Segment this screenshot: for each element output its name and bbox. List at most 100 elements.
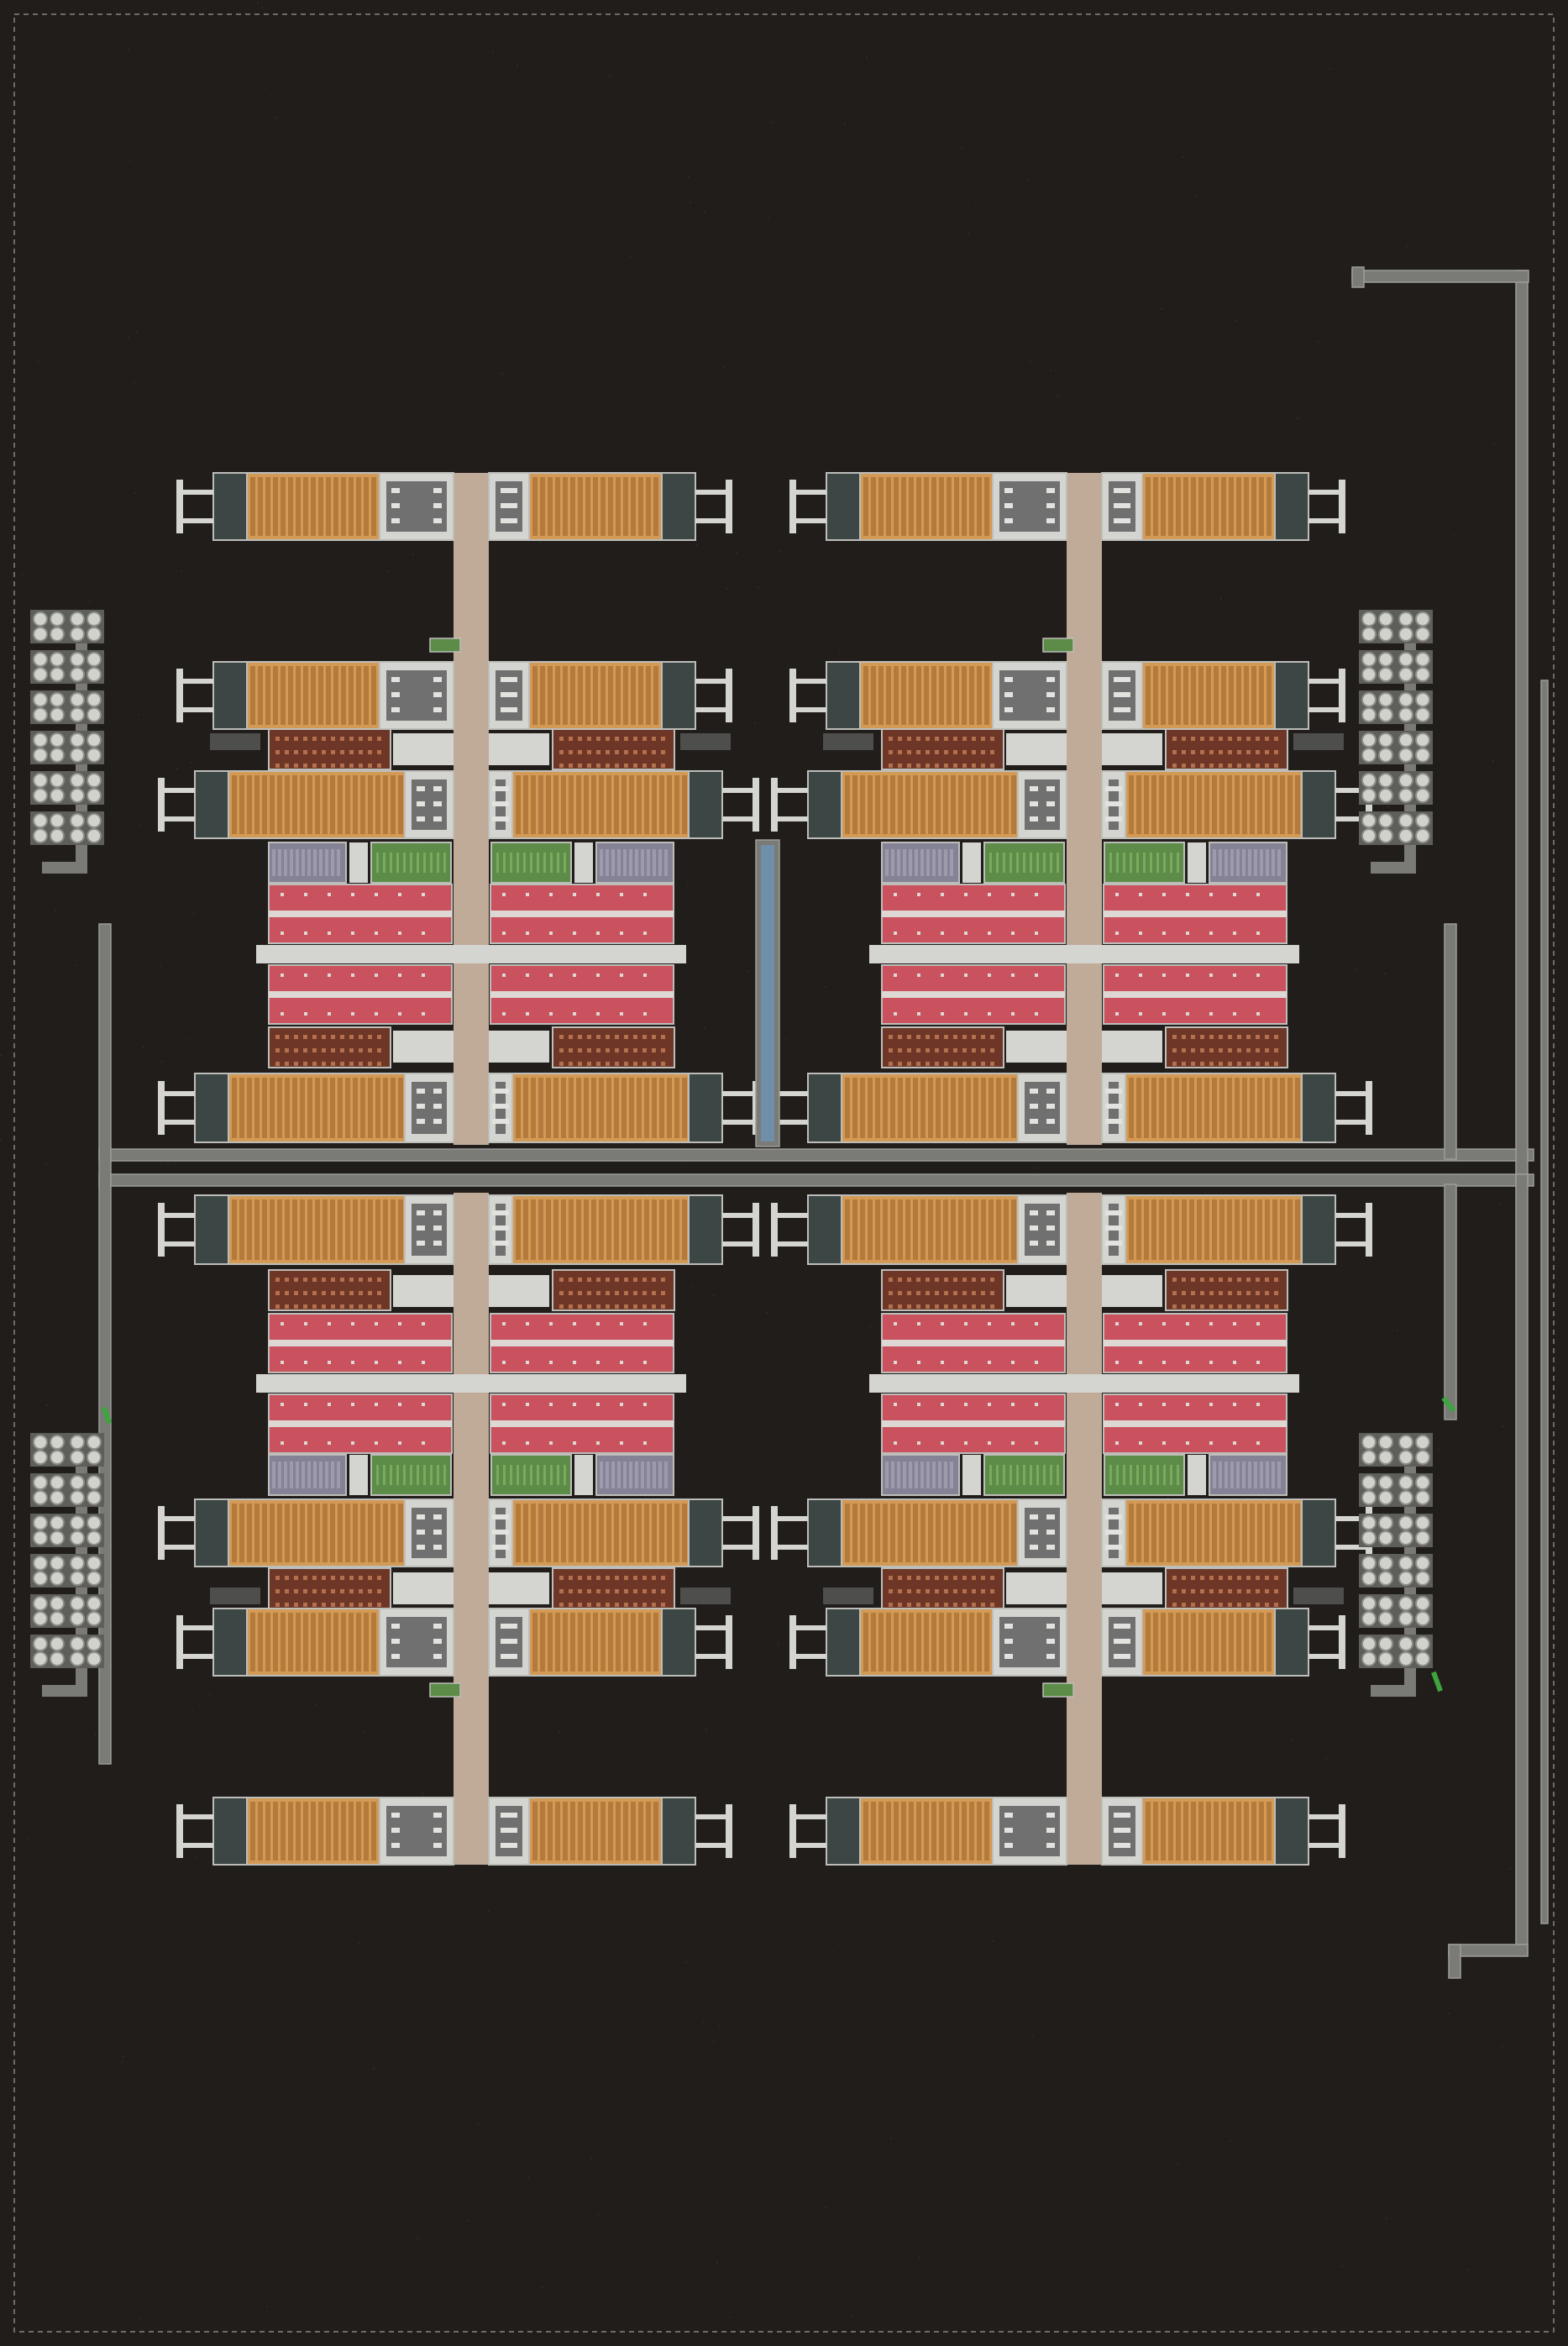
bed bbox=[1272, 1504, 1277, 1562]
toilet bbox=[391, 677, 400, 682]
tank bbox=[1415, 1450, 1430, 1465]
workbench bbox=[633, 1589, 637, 1593]
chair bbox=[328, 974, 331, 977]
washroom bbox=[488, 1073, 513, 1143]
crop-row bbox=[1143, 853, 1146, 873]
bed bbox=[391, 775, 396, 834]
crop-row bbox=[1043, 1465, 1046, 1485]
workbench bbox=[1246, 737, 1251, 741]
workbench bbox=[907, 750, 911, 754]
ground-speck bbox=[1177, 2163, 1179, 2165]
bed bbox=[585, 1802, 590, 1861]
bed bbox=[296, 1613, 301, 1672]
dormitory-end-wall bbox=[661, 661, 696, 730]
ground-speck bbox=[30, 725, 32, 727]
workbench bbox=[962, 1291, 967, 1295]
ground-speck bbox=[1029, 360, 1030, 362]
bed bbox=[868, 1078, 873, 1138]
crop-row bbox=[1123, 853, 1125, 873]
chair bbox=[502, 1441, 506, 1445]
dormitory-room bbox=[841, 1498, 1019, 1567]
ground-speck bbox=[167, 1162, 169, 1163]
bed bbox=[860, 1199, 865, 1260]
plant bbox=[1441, 1396, 1456, 1413]
ground-speck bbox=[1050, 370, 1051, 371]
toilet bbox=[1004, 1813, 1013, 1818]
workbench bbox=[953, 750, 957, 754]
bed bbox=[1189, 1199, 1194, 1260]
toilet bbox=[417, 801, 425, 806]
ground-speck bbox=[1230, 2140, 1231, 2142]
mess-table-row bbox=[1104, 1340, 1287, 1346]
workbench bbox=[615, 1062, 619, 1066]
ground-speck bbox=[825, 2207, 826, 2208]
bed bbox=[288, 1613, 293, 1672]
workbench bbox=[652, 1048, 656, 1052]
hallway bbox=[1102, 733, 1162, 765]
hallway bbox=[789, 1615, 796, 1669]
workbench bbox=[285, 1048, 289, 1052]
bed bbox=[621, 775, 627, 834]
bed bbox=[330, 1504, 335, 1562]
washroom bbox=[992, 1608, 1067, 1677]
workbench bbox=[1228, 764, 1232, 768]
shelf bbox=[658, 1462, 662, 1488]
workbench bbox=[1246, 1576, 1251, 1580]
tank bbox=[33, 1435, 48, 1450]
ground-speck bbox=[477, 2123, 479, 2125]
tank bbox=[87, 1435, 102, 1450]
tank bbox=[50, 1636, 65, 1651]
workbench bbox=[569, 764, 573, 768]
bed bbox=[1236, 1802, 1241, 1861]
chair bbox=[502, 1322, 506, 1325]
washroom bbox=[1017, 1194, 1067, 1265]
toilet bbox=[417, 1119, 425, 1124]
dormitory-room bbox=[228, 1194, 406, 1265]
pipe bbox=[1444, 923, 1457, 1160]
tank bbox=[1398, 1475, 1413, 1490]
bed bbox=[277, 775, 282, 834]
bed bbox=[262, 1504, 267, 1562]
toilet bbox=[1004, 488, 1013, 493]
workbench bbox=[962, 1035, 967, 1039]
tank bbox=[70, 627, 85, 642]
bed bbox=[1214, 666, 1219, 725]
ground-speck bbox=[1492, 760, 1494, 762]
workbench bbox=[889, 764, 893, 768]
crop-row bbox=[376, 853, 379, 873]
hallway bbox=[1335, 816, 1369, 821]
tank bbox=[1378, 1490, 1393, 1505]
crop-row bbox=[410, 853, 412, 873]
tank bbox=[1398, 813, 1413, 828]
chair bbox=[526, 974, 529, 977]
ground-speck bbox=[1329, 68, 1331, 70]
bed bbox=[989, 775, 994, 834]
chair bbox=[1035, 1403, 1038, 1406]
bed bbox=[593, 477, 598, 536]
workbench bbox=[1219, 764, 1223, 768]
toilet bbox=[1030, 1104, 1038, 1109]
workbench bbox=[596, 764, 600, 768]
workbench bbox=[559, 1603, 564, 1607]
bed bbox=[1257, 1199, 1262, 1260]
bed bbox=[338, 1504, 343, 1562]
workshop-floor bbox=[1165, 1269, 1288, 1311]
workbench bbox=[322, 1062, 326, 1066]
dormitory-end-wall bbox=[807, 1498, 842, 1567]
workbench bbox=[349, 737, 354, 741]
bed bbox=[1214, 1613, 1219, 1672]
ground-speck bbox=[843, 2119, 845, 2121]
bed bbox=[1167, 1078, 1172, 1138]
workbench bbox=[1219, 1291, 1223, 1295]
crop-row bbox=[410, 1465, 412, 1485]
bed bbox=[653, 666, 658, 725]
workbench bbox=[953, 1062, 957, 1066]
chair bbox=[1162, 1012, 1166, 1016]
chair bbox=[375, 893, 378, 896]
workbench bbox=[359, 1291, 363, 1295]
bed bbox=[1206, 1613, 1211, 1672]
workbench bbox=[559, 1589, 564, 1593]
workbench bbox=[275, 1035, 280, 1039]
tank bbox=[1398, 828, 1413, 843]
toilet bbox=[1046, 518, 1055, 523]
